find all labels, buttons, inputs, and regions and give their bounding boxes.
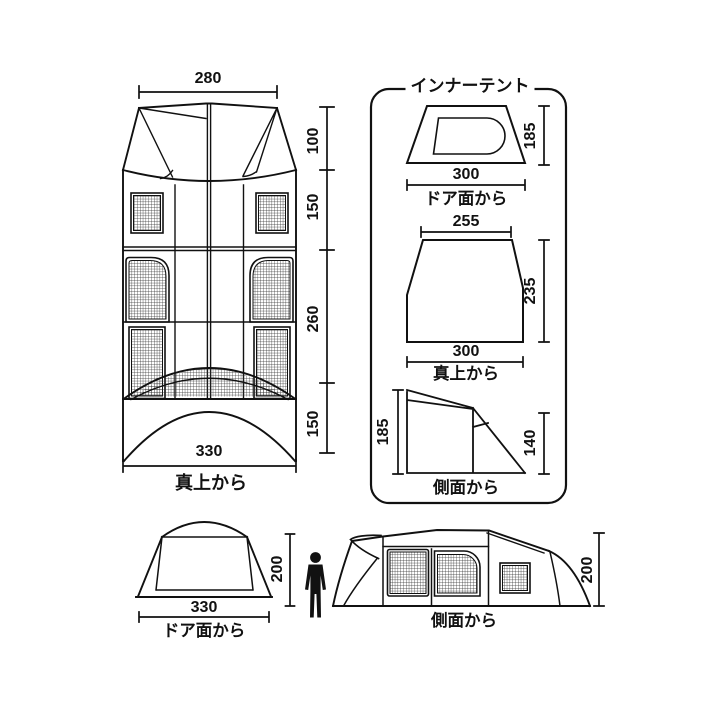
inner-tent-side-view: [392, 388, 550, 475]
dim-lines-top-view: [122, 85, 335, 473]
mesh-door: [433, 550, 481, 597]
dim-height-seg-2: 150: [305, 193, 322, 221]
dim-side-height: 200: [579, 556, 596, 584]
dim-height-seg-4: 150: [305, 410, 322, 438]
dim-inner-top-width: 255: [452, 213, 480, 230]
mesh-window-small: [499, 562, 531, 594]
caption-inner-side-view: 側面から: [433, 478, 499, 497]
tent-front-view-drawing: [135, 521, 296, 623]
inner-tent-title: インナーテント: [405, 77, 535, 95]
dim-height-seg-1: 100: [305, 127, 322, 155]
tent-top-view-drawing: [121, 85, 335, 473]
dim-inner-side-height-left: 185: [375, 418, 392, 446]
dim-inner-door-height: 185: [522, 122, 539, 150]
dim-inner-bottom-width: 300: [452, 343, 480, 360]
dim-inner-side-height-right: 140: [522, 429, 539, 457]
dim-height-seg-3: 260: [305, 305, 322, 333]
mesh-window-arched: [125, 256, 294, 323]
dim-inner-depth: 235: [522, 277, 539, 305]
mesh-window: [130, 192, 289, 234]
dim-front-width: 330: [190, 599, 218, 616]
door-mesh-band: [134, 368, 285, 397]
dim-top-width: 280: [194, 70, 222, 87]
inner-tent-top-view: [406, 226, 550, 368]
caption-side-view: 側面から: [431, 611, 497, 630]
dim-front-height: 200: [269, 555, 286, 583]
dim-inner-door-width: 300: [452, 166, 480, 183]
inner-tent-door-view: [405, 105, 550, 191]
human-figure-icon: [305, 552, 326, 618]
caption-inner-door-view: ドア面から: [424, 189, 508, 208]
tent-side-view-drawing: [331, 529, 605, 608]
mesh-panel: [386, 548, 430, 597]
caption-front-view: ドア面から: [162, 621, 246, 640]
caption-inner-top-view: 真上から: [433, 364, 499, 383]
dim-bottom-width: 330: [195, 443, 223, 460]
caption-top-view: 真上から: [175, 473, 247, 493]
